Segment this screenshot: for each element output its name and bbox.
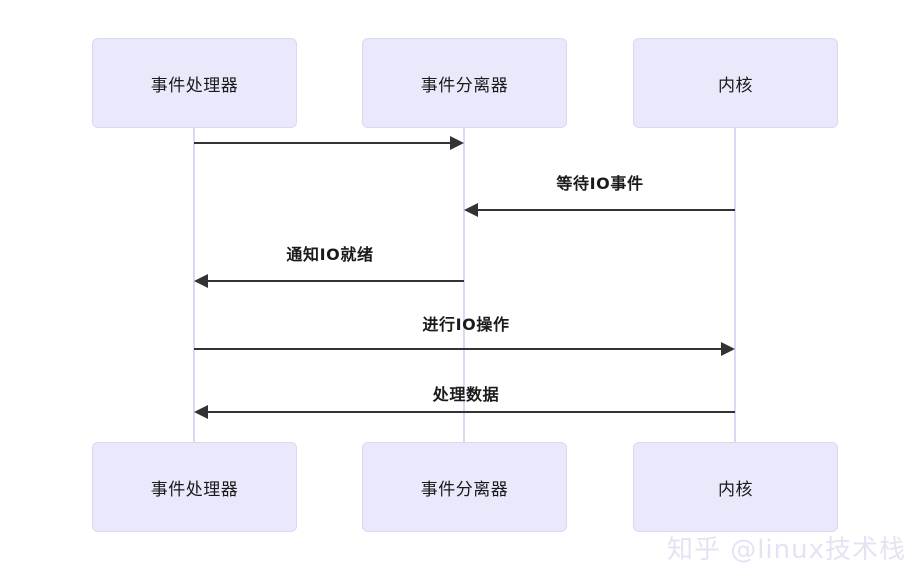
message-label-5: 处理数据 <box>432 385 500 404</box>
participant-label-kernel-bottom: 内核 <box>718 479 753 500</box>
participant-label-demux-top: 事件分离器 <box>420 75 509 96</box>
participant-box-handler-top[interactable]: 事件处理器 <box>92 38 297 128</box>
participant-box-kernel-bottom[interactable]: 内核 <box>633 442 838 532</box>
lifeline-kernel <box>734 128 736 442</box>
message-label-2: 等待IO事件 <box>556 174 644 193</box>
lifeline-demux <box>463 128 465 442</box>
message-label-3: 通知IO就绪 <box>286 245 374 264</box>
watermark: 知乎 @linux技术栈 <box>666 535 906 565</box>
participant-label-kernel-top: 内核 <box>718 75 753 96</box>
message-arrow-4-head <box>721 342 735 356</box>
participant-label-handler-bottom: 事件处理器 <box>150 479 239 500</box>
participant-label-demux-bottom: 事件分离器 <box>420 479 509 500</box>
message-arrow-2-line <box>478 209 735 211</box>
participant-box-kernel-top[interactable]: 内核 <box>633 38 838 128</box>
message-arrow-5-head <box>194 405 208 419</box>
participant-box-demux-top[interactable]: 事件分离器 <box>362 38 567 128</box>
message-arrow-1-head <box>450 136 464 150</box>
message-arrow-3-head <box>194 274 208 288</box>
message-arrow-5-line <box>208 411 735 413</box>
message-arrow-4-line <box>194 348 721 350</box>
participant-box-demux-bottom[interactable]: 事件分离器 <box>362 442 567 532</box>
participant-label-handler-top: 事件处理器 <box>150 75 239 96</box>
message-arrow-2-head <box>464 203 478 217</box>
message-arrow-3-line <box>208 280 464 282</box>
message-arrow-1-line <box>194 142 450 144</box>
participant-box-handler-bottom[interactable]: 事件处理器 <box>92 442 297 532</box>
message-label-4: 进行IO操作 <box>422 315 510 334</box>
